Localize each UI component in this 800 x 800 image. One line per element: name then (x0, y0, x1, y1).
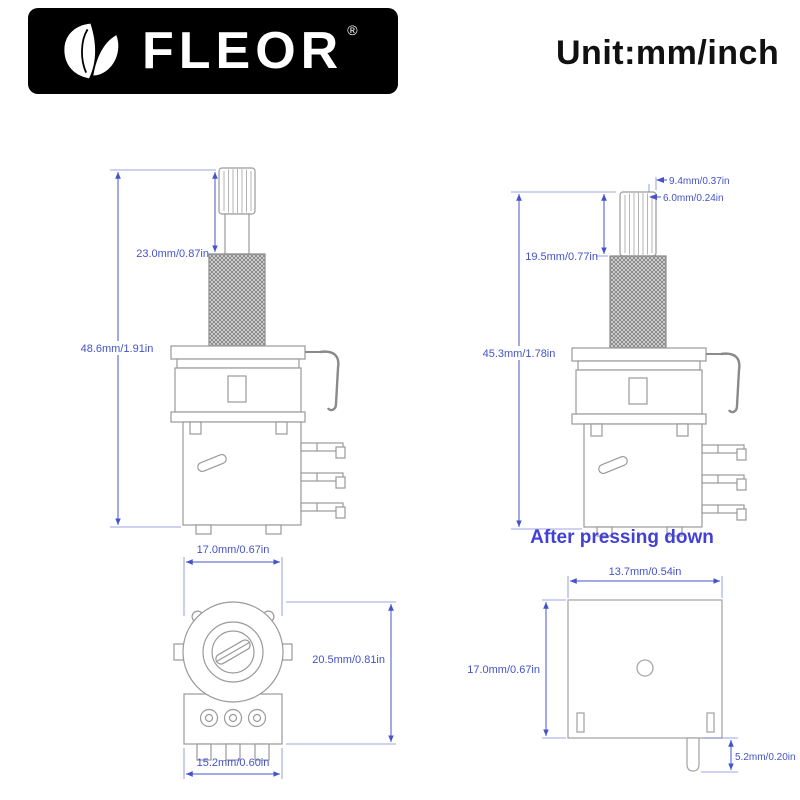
dim-side-normal: 23.0mm/0.87in 48.6mm/1.91in (74, 169, 218, 528)
dim-base-pin: 5.2mm/0.20in (735, 752, 796, 763)
front-body (173, 601, 293, 761)
pot-threaded-bushing-pressed (609, 255, 667, 349)
pot-terminals-pressed (701, 444, 747, 521)
pot-threaded-bushing (208, 253, 266, 347)
leaf-icon (64, 23, 119, 79)
pot-hook-wire (305, 350, 340, 412)
dim-base-width: 13.7mm/0.54in (609, 566, 682, 578)
pot-terminals (300, 442, 346, 519)
brand-name: FLEOR (142, 22, 344, 80)
base-plate (567, 599, 723, 772)
base-pin (686, 737, 700, 772)
pot-hook-wire-pressed (706, 352, 741, 414)
registered-mark: ® (347, 22, 358, 38)
pot-shaft-neck (224, 213, 250, 255)
pot-body (170, 345, 306, 535)
view-base: 13.7mm/0.54in 17.0mm/0.67in 5.2mm/0.20in (467, 566, 796, 773)
brand-logo: FLEOR ® (28, 8, 398, 94)
dim-shaft-width-pressed: 6.0mm/0.24in (663, 193, 724, 204)
pressed-caption: After pressing down (530, 527, 714, 548)
dim-front-top-width: 17.0mm/0.67in (197, 544, 270, 556)
dim-front-bottom-width: 15.2mm/0.60in (197, 757, 270, 769)
dim-front-height: 20.5mm/0.81in (312, 654, 385, 666)
dim-front: 17.0mm/0.67in 20.5mm/0.81in 15.2mm/0.60i… (183, 544, 396, 779)
pot-body-pressed (571, 347, 707, 537)
dim-shaft-height-pressed: 19.5mm/0.77in (525, 251, 598, 263)
dim-base-height: 17.0mm/0.67in (467, 664, 540, 676)
dim-total-height-pressed: 45.3mm/1.78in (483, 348, 556, 360)
pot-knob-pressed (619, 191, 657, 257)
view-front: 17.0mm/0.67in 20.5mm/0.81in 15.2mm/0.60i… (173, 544, 396, 779)
dim-total-height-normal: 48.6mm/1.91in (81, 343, 154, 355)
dim-side-pressed: 9.4mm/0.37in 6.0mm/0.24in 19.5mm/0.77in … (476, 176, 730, 530)
dim-shaft-height-normal: 23.0mm/0.87in (136, 248, 209, 260)
view-side-normal: 23.0mm/0.87in 48.6mm/1.91in (74, 167, 346, 535)
view-side-pressed: 9.4mm/0.37in 6.0mm/0.24in 19.5mm/0.77in … (476, 176, 747, 548)
unit-label: Unit:mm/inch (556, 34, 780, 72)
dim-knob-width-pressed: 9.4mm/0.37in (669, 176, 730, 187)
dim-base: 13.7mm/0.54in 17.0mm/0.67in 5.2mm/0.20in (467, 566, 796, 773)
pot-knob (218, 167, 256, 215)
